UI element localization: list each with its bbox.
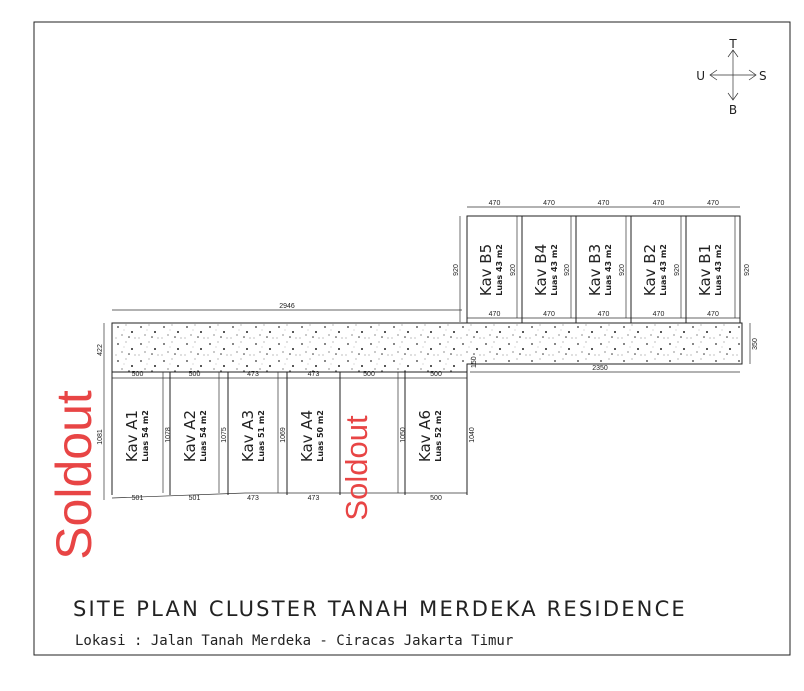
compass-west: U (696, 69, 705, 83)
lot-name: Kav A2 (181, 410, 199, 462)
lot-area: Luas 50 m2 (316, 410, 325, 462)
lot-area: Luas 43 m2 (495, 244, 504, 296)
lot-name: Kav A4 (298, 410, 316, 462)
dim-b-depth: 920 (453, 264, 460, 276)
lot-name: Kav A3 (239, 410, 257, 462)
dim-top: 500 (430, 371, 442, 378)
road-right-width-dim: 350 (752, 338, 759, 350)
dim-depth: 1078 (165, 427, 172, 443)
road-small-dim: 150 (471, 356, 478, 368)
compass-north: T (728, 37, 737, 51)
dim-top: 470 (598, 200, 610, 207)
dim-bottom: 473 (308, 495, 320, 502)
soldout-stamp-a5: Soldout (339, 415, 374, 521)
drawing-frame (33, 21, 791, 656)
dim-bottom: 470 (543, 311, 555, 318)
dim-top: 470 (543, 200, 555, 207)
lot-area: Luas 43 m2 (659, 244, 668, 296)
dim-bottom: 470 (653, 311, 665, 318)
lot-area: Luas 52 m2 (434, 410, 443, 462)
page-title: SITE PLAN CLUSTER TANAH MERDEKA RESIDENC… (73, 597, 687, 621)
dim-depth: 1069 (280, 427, 287, 443)
dim-bottom: 470 (707, 311, 719, 318)
dim-top: 473 (308, 371, 320, 378)
dim-depth: 920 (674, 264, 681, 276)
dim-top: 470 (653, 200, 665, 207)
dim-bottom: 470 (598, 311, 610, 318)
dim-bottom: 473 (247, 495, 259, 502)
lot-name: Kav B5 (477, 244, 495, 296)
lot-a5: 500 1050 (339, 371, 407, 495)
dim-top: 500 (363, 371, 375, 378)
dim-top: 500 (189, 371, 201, 378)
compass-icon: T U S B (696, 37, 766, 117)
soldout-stamp-a1: Soldout (46, 390, 102, 560)
road-length-dim: 2946 (279, 303, 295, 310)
dim-depth: 920 (564, 264, 571, 276)
dim-b-depth-right: 920 (744, 264, 751, 276)
road-area (111, 322, 743, 373)
dim-depth: 920 (619, 264, 626, 276)
lot-name: Kav B2 (641, 244, 659, 296)
dim-top: 500 (132, 371, 144, 378)
lot-area: Luas 43 m2 (550, 244, 559, 296)
dim-bottom: 501 (189, 495, 201, 502)
dim-depth: 920 (510, 264, 517, 276)
lot-name: Kav B3 (586, 244, 604, 296)
lot-name: Kav A6 (416, 410, 434, 462)
dim-depth: 1040 (469, 427, 476, 443)
lot-area: Luas 54 m2 (141, 410, 150, 462)
road-right-length-dim: 2350 (592, 365, 608, 372)
dim-top: 470 (707, 200, 719, 207)
location-subtitle: Lokasi : Jalan Tanah Merdeka - Ciracas J… (75, 633, 513, 649)
lot-name: Kav A1 (123, 410, 141, 462)
dim-top: 470 (489, 200, 501, 207)
lot-area: Luas 43 m2 (714, 244, 723, 296)
dim-bottom: 500 (430, 495, 442, 502)
lot-name: Kav B1 (696, 244, 714, 296)
road-left-width-dim: 422 (97, 344, 104, 356)
dim-bottom: 501 (132, 495, 144, 502)
lot-area: Luas 43 m2 (604, 244, 613, 296)
compass-east: S (759, 69, 767, 83)
dim-depth: 1050 (400, 427, 407, 443)
dim-top: 473 (247, 371, 259, 378)
dim-a-left-depth: 1081 (97, 429, 104, 445)
compass-south: B (729, 103, 737, 117)
lot-area: Luas 54 m2 (199, 410, 208, 462)
lot-area: Luas 51 m2 (257, 410, 266, 462)
lot-name: Kav B4 (532, 244, 550, 296)
dim-depth: 1075 (221, 427, 228, 443)
dim-bottom: 470 (489, 311, 501, 318)
